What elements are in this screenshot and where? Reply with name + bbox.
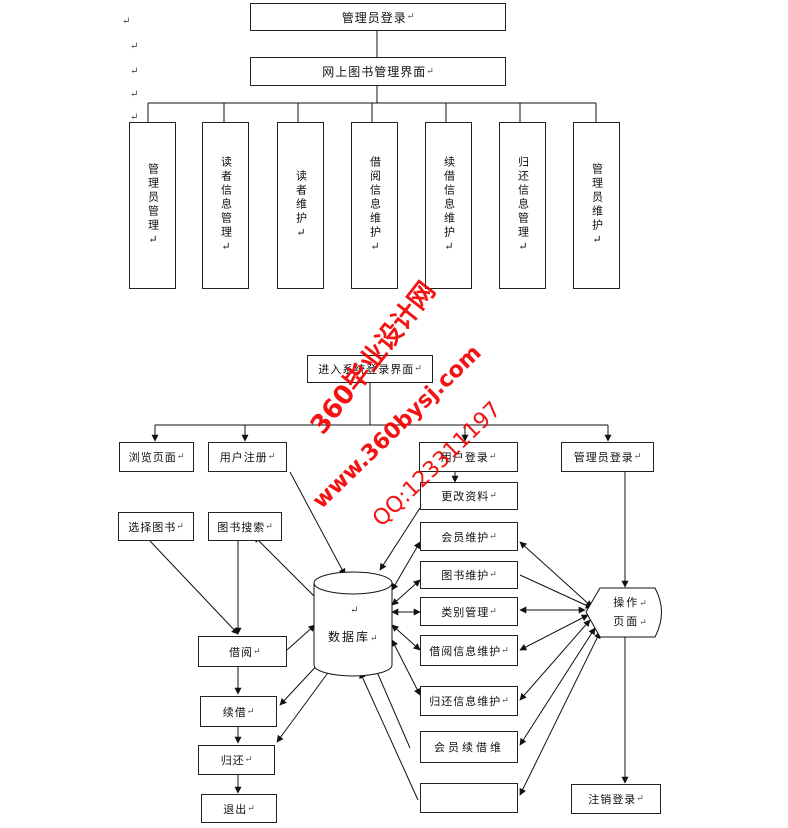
user-register-label: 用户注册 — [219, 451, 268, 464]
user-register-box: 用户注册↵ — [208, 442, 287, 472]
return-label: 归还 — [220, 754, 245, 767]
borrow-info-maintenance-label: 借阅信息维护 — [429, 644, 502, 658]
browse-page-box: 浏览页面↵ — [119, 442, 194, 472]
top-child-box: 读者信息管理↵ — [202, 122, 249, 289]
operation-page-label: 操作↵ 页面↵ — [613, 596, 647, 628]
admin-login-label: 管理员登录 — [573, 451, 634, 464]
top-child-box: 读者维护↵ — [277, 122, 324, 289]
top-child-label: 管理员维护↵ — [590, 162, 604, 249]
book-search-box: 图书搜索↵ — [208, 512, 282, 541]
member-renew-label: 会员续借维 — [434, 741, 504, 754]
member-maintenance-label: 会员维护 — [441, 530, 490, 544]
member-maintenance-box: 会员维护↵ — [420, 522, 518, 551]
borrow-label: 借阅 — [229, 645, 253, 659]
book-maintenance-box: 图书维护↵ — [420, 561, 518, 589]
change-info-box: 更改资料↵ — [420, 482, 518, 510]
paragraph-mark: ↵ — [130, 66, 139, 77]
category-management-box: 类别管理↵ — [420, 597, 518, 626]
logout-label: 注销登录 — [588, 793, 637, 806]
enter-system-label: 进入系统登录界面 — [318, 363, 415, 376]
database-label: 数据库↵ — [328, 630, 378, 644]
category-management-label: 类别管理 — [441, 605, 490, 619]
database-cylinder — [313, 571, 393, 677]
logout-box: 注销登录↵ — [571, 784, 661, 814]
top-child-box: 借阅信息维护↵ — [351, 122, 398, 289]
library-main-label: 网上图书管理界面 — [322, 65, 427, 79]
library-main-box: 网上图书管理界面↵ — [250, 57, 506, 86]
renew-label: 续借 — [222, 705, 247, 719]
return-info-maintenance-label: 归还信息维护 — [429, 695, 502, 708]
select-book-box: 选择图书↵ — [118, 512, 194, 541]
top-child-box: 管理员维护↵ — [573, 122, 620, 289]
top-child-box: 续借信息维护↵ — [425, 122, 472, 289]
top-child-box: 归还信息管理↵ — [499, 122, 546, 289]
borrow-box: 借阅↵ — [198, 636, 287, 667]
top-child-label: 借阅信息维护↵ — [368, 155, 382, 256]
user-login-label: 用户登录 — [440, 451, 489, 464]
admin-login-root-label: 管理员登录 — [341, 10, 407, 25]
top-child-label: 读者维护↵ — [294, 169, 308, 242]
paragraph-mark: ↵ — [130, 89, 139, 100]
borrow-info-maintenance-box: 借阅信息维护↵ — [420, 635, 518, 666]
paragraph-mark: ↵ — [122, 16, 131, 27]
renew-box: 续借↵ — [200, 696, 277, 727]
select-book-label: 选择图书 — [128, 520, 177, 534]
top-child-label: 读者信息管理↵ — [219, 155, 233, 256]
paragraph-mark: ↵ — [350, 605, 359, 616]
exit-box: 退出↵ — [201, 794, 277, 823]
top-child-label: 管理员管理↵ — [146, 162, 160, 249]
book-maintenance-label: 图书维护 — [441, 569, 490, 582]
exit-label: 退出 — [223, 802, 248, 816]
member-renew-box: 会员续借维 — [420, 731, 518, 763]
top-child-label: 归还信息管理↵ — [516, 155, 530, 256]
return-box: 归还↵ — [198, 745, 275, 775]
empty-box — [420, 783, 518, 813]
operation-page-shape — [585, 587, 662, 638]
enter-system-box: 进入系统登录界面↵ — [307, 355, 433, 383]
admin-login-box: 管理员登录↵ — [561, 442, 654, 472]
admin-login-root-box: 管理员登录↵ — [250, 3, 506, 31]
book-search-label: 图书搜索 — [217, 520, 266, 534]
top-child-box: 管理员管理↵ — [129, 122, 176, 289]
top-child-label: 续借信息维护↵ — [442, 155, 456, 256]
return-info-maintenance-box: 归还信息维护↵ — [420, 686, 518, 716]
change-info-label: 更改资料 — [441, 490, 490, 503]
paragraph-mark: ↵ — [130, 41, 139, 52]
user-login-box: 用户登录↵ — [419, 442, 518, 472]
paragraph-mark: ↵ — [130, 112, 139, 123]
browse-page-label: 浏览页面 — [128, 451, 177, 464]
